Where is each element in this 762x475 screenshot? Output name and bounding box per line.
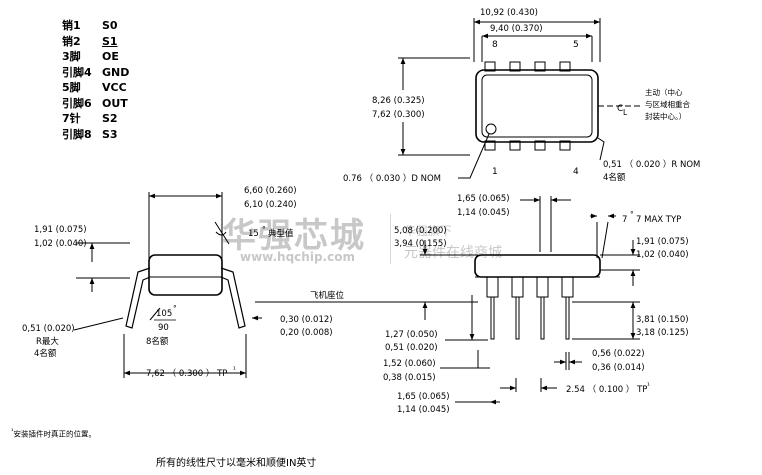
corner-count-label: 4名额 bbox=[603, 172, 626, 183]
pin-row: 5脚 VCC bbox=[62, 80, 142, 96]
footnote-units: 所有的线性尺寸以毫米和顺便IN英寸 bbox=[156, 458, 317, 469]
pin-value: GND bbox=[102, 65, 130, 79]
end-angle-label: 7 MAX TYP bbox=[636, 215, 681, 225]
end-seat-max: 1,27 (0.050) bbox=[385, 330, 438, 340]
end-lead-width-min: 0,38 (0.015) bbox=[383, 373, 436, 383]
pin-label: 5脚 bbox=[62, 81, 81, 94]
end-lead-length-min: 3,18 (0.125) bbox=[636, 328, 689, 338]
end-bottom-min: 1,14 (0.045) bbox=[397, 405, 450, 415]
watermark-slogan-1: 华强旗下 bbox=[404, 224, 453, 238]
side-lead-max: 0,30 (0.012) bbox=[280, 315, 333, 325]
end-angle-degree: ° bbox=[630, 210, 634, 219]
pin-value: VCC bbox=[102, 81, 127, 94]
end-top-max: 1,65 (0.065) bbox=[457, 194, 510, 204]
top-height-min: 7,62 (0.300) bbox=[372, 110, 425, 120]
side-height-max: 1,91 (0.075) bbox=[34, 225, 87, 235]
centerline-sub: L bbox=[623, 108, 628, 117]
pin-value: S0 bbox=[102, 19, 118, 32]
pin-row: 引脚8 S3 bbox=[62, 127, 142, 143]
pin-label: 7针 bbox=[62, 112, 81, 125]
side-angle-value: 15 bbox=[248, 229, 259, 239]
side-span-max: 6,60 (0.260) bbox=[244, 186, 297, 196]
side-angle-min: 90 bbox=[158, 323, 169, 333]
top-width-min: 9,40 (0.370) bbox=[490, 24, 543, 34]
side-row-span-note: ¹ bbox=[233, 365, 236, 374]
end-lead-width-max: 1,52 (0.060) bbox=[383, 359, 436, 369]
pin-row: 销1 S0 bbox=[62, 18, 142, 34]
footnote-mark: ¹ bbox=[11, 428, 14, 435]
seating-plane-label: 飞机座位 bbox=[310, 290, 345, 301]
watermark-brand: 华强芯城 bbox=[222, 216, 366, 256]
pin-label: 引脚8 bbox=[62, 127, 92, 141]
end-seat-min: 0,51 (0.020) bbox=[385, 343, 438, 353]
pin-row: 引脚6 OUT bbox=[62, 96, 142, 112]
pin-1-label: 1 bbox=[492, 167, 498, 177]
side-height-min: 1,02 (0.040) bbox=[34, 239, 87, 249]
pin-value: S1 bbox=[102, 34, 118, 48]
pin-4-label: 4 bbox=[573, 167, 579, 177]
side-radius-max: R最大 bbox=[36, 336, 59, 347]
end-view bbox=[420, 196, 640, 405]
side-span-min: 6,10 (0.240) bbox=[244, 200, 297, 210]
pin-value: S2 bbox=[102, 112, 118, 125]
watermark-divider bbox=[390, 214, 391, 264]
side-row-span: 7,62 （ 0.300 ） TP bbox=[146, 368, 227, 379]
top-view bbox=[398, 18, 640, 179]
end-lead-length-max: 3,81 (0.150) bbox=[636, 315, 689, 325]
pin-row: 引脚4 GND bbox=[62, 65, 142, 81]
side-lead-min: 0,20 (0.008) bbox=[280, 328, 333, 338]
top-width-max: 10,92 (0.430) bbox=[480, 8, 538, 18]
pin-label: 引脚4 bbox=[62, 65, 92, 79]
end-pitch: 2.54 （ 0.100 ） TP bbox=[566, 384, 647, 395]
pin-label: 引脚6 bbox=[62, 96, 92, 110]
center-note-3: 封装中心。） bbox=[645, 111, 686, 121]
corner-radius-label: 0,51 （ 0.020 ）R NOM bbox=[603, 159, 700, 170]
side-radius-value: 0,51 (0.020) bbox=[22, 324, 75, 334]
pin-value: OUT bbox=[102, 96, 128, 110]
center-note-1: 主动（中心 bbox=[645, 87, 683, 97]
side-angle-suffix: 典型值 bbox=[268, 228, 294, 239]
footnote-text: 安装插件时真正的位置。 bbox=[13, 429, 97, 439]
pin-value: OE bbox=[102, 50, 119, 63]
pin-row: 3脚 OE bbox=[62, 49, 142, 65]
end-pitch-note: ¹ bbox=[647, 381, 650, 390]
pin-row: 7针 S2 bbox=[62, 111, 142, 127]
side-radius-count: 4名额 bbox=[34, 348, 57, 359]
end-bottom-max: 1,65 (0.065) bbox=[397, 392, 450, 402]
pin-5-label: 5 bbox=[573, 40, 579, 50]
end-top-min: 1,14 (0.045) bbox=[457, 208, 510, 218]
top-height-max: 8,26 (0.325) bbox=[372, 96, 425, 106]
pin-8-label: 8 bbox=[492, 40, 498, 50]
pin-label: 3脚 bbox=[62, 50, 81, 63]
pin-label: 销1 bbox=[62, 19, 81, 32]
side-angle-count: 8名额 bbox=[146, 336, 169, 347]
pin-row: 销2 S1 bbox=[62, 34, 142, 50]
side-angle-max: 105 bbox=[156, 309, 172, 319]
end-right-height-max: 1,91 (0.075) bbox=[636, 237, 689, 247]
centerline-mark: C bbox=[617, 104, 623, 114]
center-note-2: 与区域相重合 bbox=[645, 99, 690, 109]
side-angle-degree: ° bbox=[262, 225, 266, 234]
side-angle-max-degree: ° bbox=[173, 304, 177, 313]
end-lead-thickness-min: 0,36 (0.014) bbox=[592, 363, 645, 373]
end-right-height-min: 1,02 (0.040) bbox=[636, 250, 689, 260]
notch-label: 0.76 （ 0.030 ）D NOM bbox=[343, 173, 441, 184]
end-body-min: 3,94 (0.155) bbox=[394, 239, 447, 249]
end-lead-thickness-max: 0,56 (0.022) bbox=[592, 349, 645, 359]
pin-label: 销2 bbox=[62, 34, 81, 48]
end-body-max: 5,08 (0.200) bbox=[394, 226, 447, 236]
pin-value: S3 bbox=[102, 127, 118, 141]
end-angle-value: 7 bbox=[622, 215, 627, 225]
footnote-true-position: ¹安装插件时真正的位置。 bbox=[11, 428, 96, 440]
watermark-url: www.hqchip.com bbox=[240, 250, 355, 264]
